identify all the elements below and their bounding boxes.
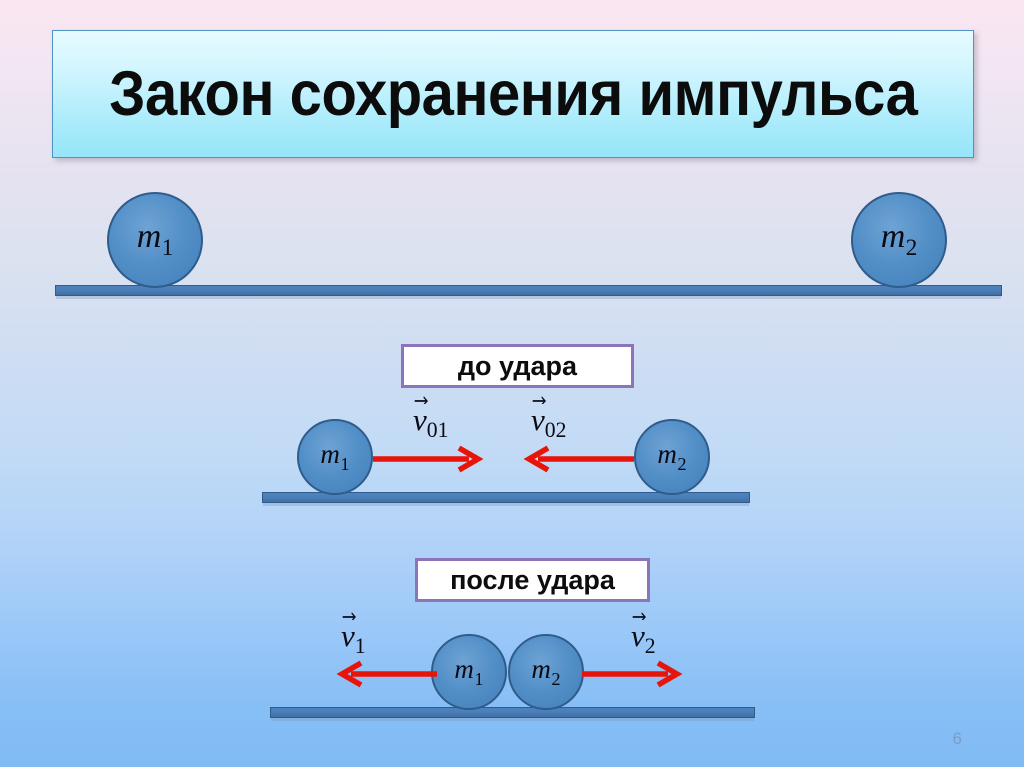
ball-mass-1-after: m1 — [431, 634, 507, 710]
vector-label-v2: v 2 — [631, 611, 656, 658]
ground-line-after — [270, 707, 755, 721]
slide-title-box: Закон сохранения импульса — [52, 30, 974, 158]
velocity-arrow-v02 — [523, 445, 634, 473]
ball-mass-2-after: m2 — [508, 634, 584, 710]
ball-mass-1-before: m1 — [297, 419, 373, 495]
slide-title: Закон сохранения импульса — [108, 58, 918, 129]
velocity-arrow-v1 — [336, 660, 437, 688]
ball-mass-2-initial: m2 — [851, 192, 947, 288]
caption-box-after-impact: после удара — [415, 558, 650, 602]
vector-symbol-v1: v — [341, 611, 356, 651]
velocity-arrow-v01 — [373, 445, 484, 473]
ball-mass-2-before: m2 — [634, 419, 710, 495]
vector-label-v01: v 01 — [413, 395, 448, 442]
vector-label-v02: v 02 — [531, 395, 566, 442]
ball-label-m2-initial: m2 — [880, 218, 918, 261]
vector-label-v1: v 1 — [341, 611, 366, 658]
caption-before-impact: до удара — [457, 350, 578, 381]
velocity-arrow-v2 — [582, 660, 683, 688]
ball-mass-1-initial: m1 — [107, 192, 203, 288]
caption-box-before-impact: до удара — [401, 344, 634, 388]
vector-symbol-v01: v — [413, 395, 428, 435]
ground-line-before — [262, 492, 750, 506]
ground-line-initial — [55, 285, 1002, 299]
ball-label-m1-before: m1 — [320, 439, 350, 474]
ball-label-m2-after: m2 — [531, 654, 561, 689]
vector-symbol-v02: v — [531, 395, 546, 435]
slide-page-number: 6 — [952, 729, 962, 748]
ball-label-m2-before: m2 — [657, 439, 687, 474]
ball-label-m1-initial: m1 — [136, 218, 174, 261]
vector-symbol-v2: v — [631, 611, 646, 651]
ball-label-m1-after: m1 — [454, 654, 484, 689]
caption-after-impact: после удара — [450, 564, 615, 595]
